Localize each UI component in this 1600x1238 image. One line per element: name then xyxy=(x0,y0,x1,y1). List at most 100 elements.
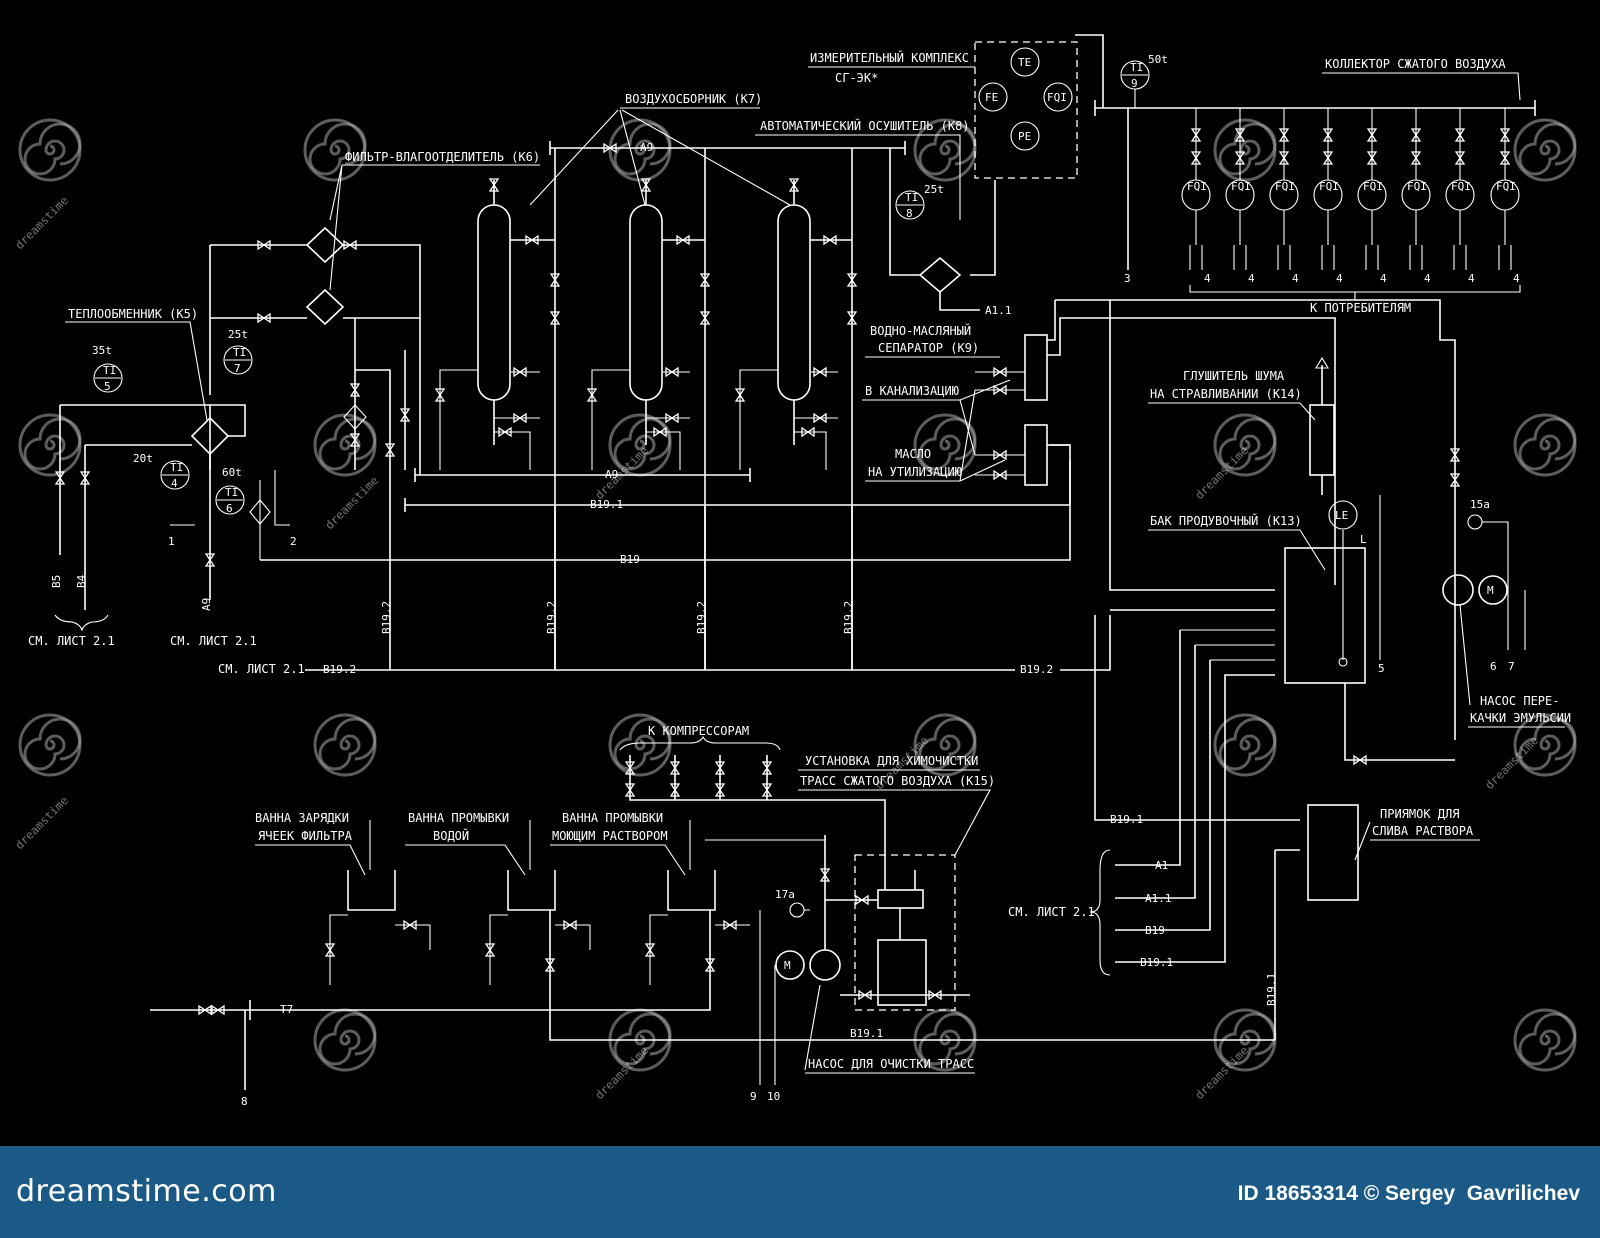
ti8-type: TI xyxy=(905,191,918,204)
watermark-text: dreamstime xyxy=(592,1043,651,1102)
watermark-text: dreamstime xyxy=(592,443,651,502)
t7-label: Т7 xyxy=(280,1003,293,1016)
ti6-type: TI xyxy=(225,486,238,499)
fqi-consumer-label: FQI xyxy=(1231,180,1251,193)
fqi-consumer-label: FQI xyxy=(1496,180,1516,193)
a1-label: А1 xyxy=(1155,859,1168,872)
measuring-complex-label: ИЗМЕРИТЕЛЬНЫЙ КОМПЛЕКС xyxy=(810,50,969,65)
b19-1-label-right: В19.1 xyxy=(1110,813,1143,826)
b19-2-vert-3: В19.2 xyxy=(695,601,708,634)
consumer-number: 4 xyxy=(1468,272,1475,285)
purge-tank-area: ГЛУШИТЕЛЬ ШУМА НА СТРАВЛИВАНИИ (К14) LE … xyxy=(1109,300,1571,765)
collector-label: КОЛЛЕКТОР СЖАТОГО ВОЗДУХА xyxy=(1325,57,1506,71)
dreamstime-logo[interactable]: dreamstime.com xyxy=(16,1174,277,1209)
see-sheet-label-4: СМ. ЛИСТ 2.1 xyxy=(1008,905,1095,919)
number-9: 9 xyxy=(750,1090,757,1103)
emulsion-motor-icon xyxy=(1478,575,1508,605)
fqi-consumer-label: FQI xyxy=(1407,180,1427,193)
le-label: LE xyxy=(1335,509,1348,522)
purge-tank-label: БАК ПРОДУВОЧНЫЙ (К13) xyxy=(1150,513,1302,528)
bath-charge xyxy=(347,870,396,911)
pit-label-1: ПРИЯМОК ДЛЯ xyxy=(1380,807,1459,821)
fe-label: FE xyxy=(985,91,998,104)
cleaning-pump-label: НАСОС ДЛЯ ОЧИСТКИ ТРАСС xyxy=(808,1057,974,1071)
oil-label-2: НА УТИЛИЗАЦИЮ xyxy=(868,465,962,479)
watermark-text: dreamstime xyxy=(1482,733,1541,792)
bath-solution-label-1: ВАННА ПРОМЫВКИ xyxy=(562,811,663,825)
filter-separator-label: ФИЛЬТР-ВЛАГООТДЕЛИТЕЛЬ (К6) xyxy=(345,150,540,164)
consumer-branch-line xyxy=(1321,108,1335,270)
motor-m-label-2: M xyxy=(784,959,791,972)
separator-vessel-1 xyxy=(1024,334,1048,401)
air-receiver-vessel-3 xyxy=(777,204,811,401)
pressure-15a-label: 15а xyxy=(1470,498,1490,511)
silencer-label-1: ГЛУШИТЕЛЬ ШУМА xyxy=(1183,369,1285,383)
b19-1-label-bottom: В19.1 xyxy=(1140,956,1173,969)
b19-1-label-top: В19.1 xyxy=(590,498,623,511)
b19-2-vert-4: В19.2 xyxy=(842,601,855,634)
consumer-number: 4 xyxy=(1336,272,1343,285)
b19-label-mid: В19 xyxy=(620,553,640,566)
see-sheet-label-3: СМ. ЛИСТ 2.1 xyxy=(218,662,305,676)
bath-solution xyxy=(667,870,716,911)
consumer-branch-line xyxy=(1189,108,1203,270)
measuring-complex: TE FE FQI PE ИЗМЕРИТЕЛЬНЫЙ КОМПЛЕКС СГ-Э… xyxy=(808,34,1104,276)
air-receiver-vessel-2 xyxy=(629,204,663,401)
watermark-text: dreamstime xyxy=(12,793,71,852)
a1-1-label-top: А1.1 xyxy=(985,304,1012,317)
solution-pit xyxy=(1307,804,1359,901)
consumer-number: 4 xyxy=(1204,272,1211,285)
consumer-branch-line xyxy=(1365,108,1379,270)
pressure-15a-icon xyxy=(1467,514,1483,530)
auto-dryer-label: АВТОМАТИЧЕСКИЙ ОСУШИТЕЛЬ (К8) xyxy=(760,118,970,133)
number-10: 10 xyxy=(767,1090,780,1103)
cleaning-area: К КОМПРЕССОРАМ УСТАНОВКА ДЛЯ ХИМОЧИСТКИ … xyxy=(150,724,1275,1108)
wos-label-2: СЕПАРАТОР (К9) xyxy=(878,341,979,355)
motor-m-label-1: M xyxy=(1487,584,1494,597)
silencer-label-2: НА СТРАВЛИВАНИИ (К14) xyxy=(1150,387,1302,401)
oil-label-1: МАСЛО xyxy=(895,447,931,461)
ti4-temp: 20t xyxy=(133,452,153,465)
pressure-17a-icon xyxy=(789,902,805,918)
ti8-instrument-icon xyxy=(895,190,925,220)
a9-line-label-bottom: А9 xyxy=(605,468,618,481)
ti5-temp: 35t xyxy=(92,344,112,357)
ti5-number: 5 xyxy=(104,380,111,393)
ti5-instrument-icon xyxy=(93,363,123,393)
pe-label: PE xyxy=(1018,130,1031,143)
filter-separator-1 xyxy=(305,226,345,264)
pit-area: В19.1 ПРИЯМОК ДЛЯ СЛИВА РАСТВОРА В19.1 А… xyxy=(1008,615,1480,1040)
measuring-complex-model-label: СГ-ЭК* xyxy=(835,71,878,85)
fqi-consumer-icon xyxy=(1445,179,1475,211)
emulsion-pump-icon xyxy=(1442,574,1474,606)
a1-1-label-bottom: А1.1 xyxy=(1145,892,1172,905)
air-receiver-label: ВОЗДУХОСБОРНИК (К7) xyxy=(625,92,762,106)
number-5: 5 xyxy=(1378,662,1385,675)
ti7-number: 7 xyxy=(234,362,241,375)
consumer-number: 4 xyxy=(1248,272,1255,285)
to-consumers-label: К ПОТРЕБИТЕЛЯМ xyxy=(1310,301,1411,315)
number-6: 6 xyxy=(1490,660,1497,673)
a9-label-left: А9 xyxy=(200,598,213,611)
filter-separator-2 xyxy=(305,288,345,326)
fqi-label: FQI xyxy=(1047,91,1067,104)
fqi-consumer-icon xyxy=(1225,179,1255,211)
fqi-consumer-label: FQI xyxy=(1319,180,1339,193)
ti6-temp: 60t xyxy=(222,466,242,479)
heat-exchanger: ТЕПЛООБМЕННИК (К5) В5 В4 А9 СМ. ЛИСТ 2.1… xyxy=(28,307,297,648)
bath-solution-label-2: МОЮЩИМ РАСТВОРОМ xyxy=(552,829,668,843)
ti6-number: 6 xyxy=(226,502,233,515)
wos-label-1: ВОДНО-МАСЛЯНЫЙ xyxy=(870,323,971,338)
image-id-credit: ID 18653314 © Sergey Gavrilichev xyxy=(1237,1182,1580,1205)
watermark-text: dreamstime xyxy=(322,473,381,532)
ti9-temp: 50t xyxy=(1148,53,1168,66)
ti4-type: TI xyxy=(170,461,183,474)
b19-1-label-bottom-line: В19.1 xyxy=(850,1027,883,1040)
heat-exchanger-label: ТЕПЛООБМЕННИК (К5) xyxy=(68,307,198,321)
bath-charge-label-1: ВАННА ЗАРЯДКИ xyxy=(255,811,349,825)
consumer-branch-line xyxy=(1233,108,1247,270)
ti7-temp: 25t xyxy=(228,328,248,341)
b19-label-bottom: В19 xyxy=(1145,924,1165,937)
watermark-text: dreamstime xyxy=(12,193,71,252)
fe-instrument-icon xyxy=(978,82,1008,112)
